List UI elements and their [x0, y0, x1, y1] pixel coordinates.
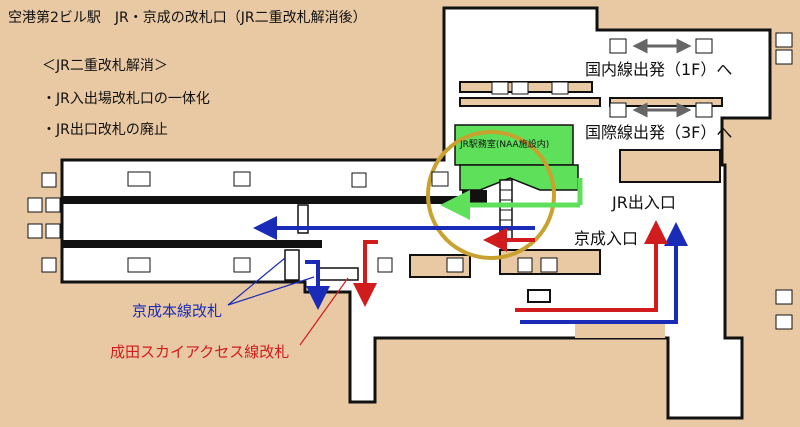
small-box [527, 289, 551, 303]
subtitle: ＜JR二重改札解消＞ [42, 58, 168, 74]
note-item: ・JR入出場改札口の一体化 [42, 91, 210, 107]
platform-block-right [619, 149, 721, 183]
restroom-icon [45, 32, 793, 305]
label-domestic-departure: 国内線出発（1F）へ [585, 60, 733, 79]
skyaccess-red-down [353, 240, 378, 307]
wall-divider-3 [609, 97, 723, 107]
wall-left-segment [462, 190, 487, 204]
wall-bar-middle [62, 240, 322, 248]
wall-divider-2 [459, 97, 601, 107]
label-international-departure: 国際線出発（3F）へ [585, 123, 733, 142]
label-jr-station-office: JR駅務室(NAA施設内) [460, 140, 550, 150]
keisei-blue-entrance [520, 222, 688, 324]
skyaccess-red-entrance [515, 220, 668, 312]
gate-small [297, 204, 309, 234]
note-item: ・JR出口改札の廃止 [42, 122, 168, 138]
callout-honsen-1 [227, 257, 286, 306]
highlight-circle [426, 130, 556, 260]
map-title: 空港第2ビル駅 JR・京成の改札口（JR二重改札解消後） [8, 10, 367, 26]
escalator-icon [233, 38, 713, 273]
stairs-icon [127, 171, 558, 273]
keisei-blue-down [305, 260, 330, 310]
callout-skyaccess [299, 277, 349, 346]
keisei-main-line-gate[interactable] [284, 249, 300, 281]
callout-honsen-2 [227, 276, 315, 306]
lower-right-block [575, 320, 665, 338]
label-keisei-entrance: 京成入口 [574, 229, 639, 248]
label-jr-exit-entrance: JR出入口 [612, 193, 676, 212]
label-skyaccess-gate: 成田スカイアクセス線改札 [110, 343, 290, 361]
label-keisei-main-line-gate: 京成本線改札 [132, 302, 223, 320]
floor-plan [60, 6, 772, 420]
elevator-icon [41, 172, 533, 273]
wall-bar-upper [62, 196, 462, 204]
skyaccess-gate[interactable] [317, 267, 359, 281]
wheelchair-icon [27, 49, 793, 330]
